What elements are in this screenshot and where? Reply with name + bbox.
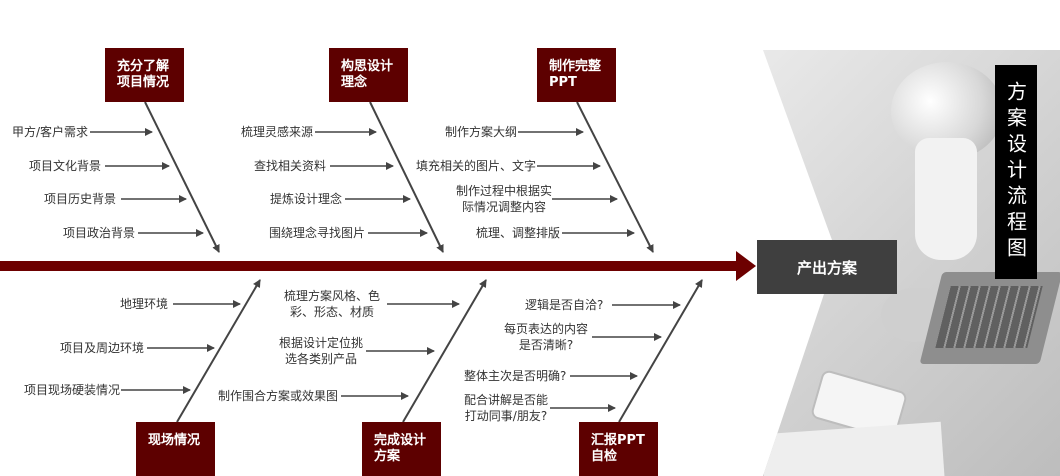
category-label: 现场情况 [148,433,201,448]
cause-label: 制作过程中根据实际情况调整内容 [456,183,552,215]
vase [915,138,977,260]
cause-label: 梳理方案风格、色彩、形态、材质 [284,288,380,320]
result-box: 产出方案 [757,240,897,294]
cause-line: 围绕理念寻找图片 [269,226,366,240]
cause-label: 每页表达的内容是否清晰? [504,321,588,353]
notebook [763,421,945,476]
cause-line: 甲方/客户需求 [12,125,89,139]
cause-line: 制作方案大纲 [445,125,518,139]
cause-line: 提炼设计理念 [270,192,343,206]
spine-bar [0,261,738,271]
cause-line: 际情况调整内容 [462,200,547,214]
cause-line: 逻辑是否自洽? [525,298,604,312]
cause-line: 每页表达的内容 [504,322,589,336]
cause-label: 项目文化背景 [29,158,101,174]
cause-label: 项目历史背景 [44,191,116,207]
cause-label: 整体主次是否明确? [464,368,566,384]
cause-line: 配合讲解是否能 [464,393,549,407]
cause-label: 围绕理念寻找图片 [269,225,365,241]
category-label: 汇报PPT [591,433,645,448]
category-bones [144,101,703,423]
category-label: 方案 [374,449,401,464]
cause-line: 是否清晰? [518,338,574,352]
category-box-top-2: 构思设计理念 [329,48,408,102]
category-label: 项目情况 [117,75,170,90]
cause-label: 梳理、调整排版 [476,225,560,241]
bone-bottom-2 [402,279,487,423]
category-label: 充分了解 [117,59,170,74]
cause-label: 逻辑是否自洽? [525,297,603,313]
cause-line: 查找相关资料 [254,159,327,173]
spine-arrowhead [736,251,756,281]
bone-bottom-3 [618,279,703,423]
cause-line: 梳理灵感来源 [241,125,314,139]
cause-label: 提炼设计理念 [270,191,342,207]
category-box-bottom-2: 完成设计方案 [362,422,441,476]
cause-label: 制作方案大纲 [445,124,517,140]
cause-line: 项目及周边环境 [60,341,145,355]
cause-label: 地理环境 [120,296,168,312]
cause-line: 选各类别产品 [285,352,358,366]
bone-top-1 [144,101,220,253]
cause-label: 项目及周边环境 [60,340,144,356]
cause-line: 梳理方案风格、色 [284,289,381,303]
category-label: 制作完整 [549,59,602,74]
bone-top-3 [576,101,654,253]
spine [0,251,756,281]
cause-line: 彩、形态、材质 [290,305,375,319]
cause-line: 打动同事/朋友? [464,409,548,423]
category-label: 自检 [591,449,618,464]
category-label: PPT [549,75,577,90]
cause-line: 制作过程中根据实 [456,184,553,198]
category-box-bottom-1: 现场情况 [136,422,215,476]
bone-top-2 [369,101,444,253]
cause-line: 梳理、调整排版 [476,226,561,240]
category-label: 完成设计 [374,433,427,448]
page-title: 方案设计流程图 [995,65,1037,279]
cause-label: 项目现场硬装情况 [24,382,120,398]
cause-line: 根据设计定位挑 [279,336,364,350]
cause-label: 制作围合方案或效果图 [218,388,338,404]
cause-line: 地理环境 [120,297,169,311]
cause-label: 梳理灵感来源 [241,124,313,140]
cause-label: 项目政治背景 [63,225,135,241]
cause-line: 项目文化背景 [29,159,102,173]
cause-line: 制作围合方案或效果图 [218,389,339,403]
cause-label: 根据设计定位挑选各类别产品 [279,335,363,367]
category-label: 构思设计 [341,59,394,74]
cause-line: 项目历史背景 [44,192,117,206]
cause-label: 查找相关资料 [254,158,326,174]
category-label: 理念 [341,75,368,90]
cause-line: 项目现场硬装情况 [24,383,121,397]
laptop-keyboard [935,286,1043,348]
cause-line: 整体主次是否明确? [464,369,567,383]
cause-line: 填充相关的图片、文字 [416,159,537,173]
bone-bottom-1 [176,279,261,423]
cause-label: 配合讲解是否能打动同事/朋友? [464,392,548,424]
cause-label: 填充相关的图片、文字 [416,158,536,174]
cause-arrows [90,128,681,412]
cause-line: 项目政治背景 [63,226,136,240]
category-box-top-1: 充分了解项目情况 [105,48,184,102]
cause-label: 甲方/客户需求 [12,124,88,140]
